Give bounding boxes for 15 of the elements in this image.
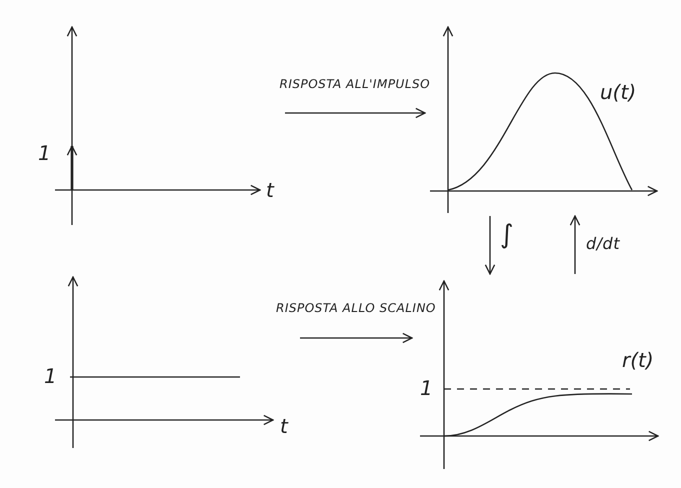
arrow (300, 332, 413, 344)
curve-label: r(t) (622, 350, 654, 370)
edge-label: d/dt (586, 236, 620, 252)
axis-label: 1 (44, 366, 57, 386)
curve-label: u(t) (600, 82, 636, 102)
axis-label: 1 (38, 143, 51, 163)
axis-label: t (280, 416, 288, 436)
axis-label: 1 (420, 378, 433, 398)
edge-label: ∫ (500, 222, 514, 248)
axis-label: t (266, 180, 274, 200)
arrow (484, 216, 496, 275)
edge-label: RISPOSTA ALLO SCALINO (276, 302, 436, 314)
arrow (285, 108, 426, 118)
edge-label: RISPOSTA ALL'IMPULSO (280, 78, 430, 90)
arrow (570, 215, 580, 274)
